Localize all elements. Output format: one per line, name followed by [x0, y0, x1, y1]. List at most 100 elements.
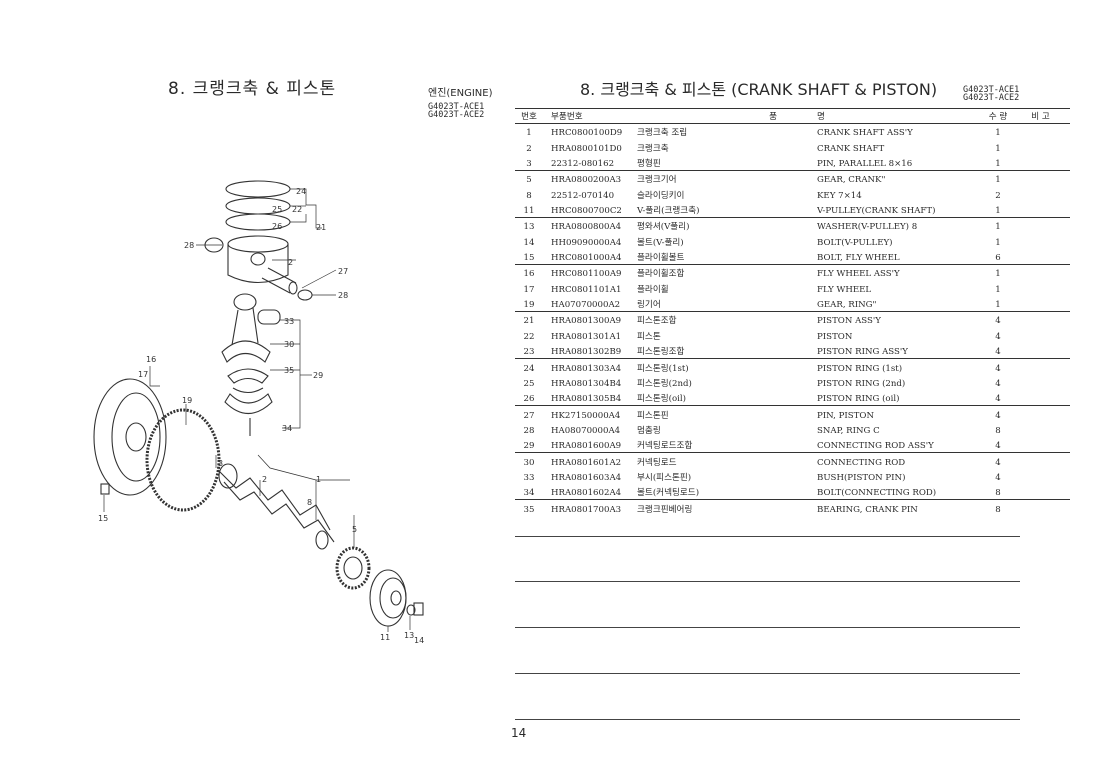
row-qty: 4 [995, 410, 1001, 421]
row-part-no: HRA0801601A2 [551, 457, 622, 468]
row-remarks [1011, 139, 1070, 154]
row-name-english: PISTON RING (1st) [817, 363, 903, 374]
row-name-english: BOLT, FLY WHEEL [817, 248, 985, 266]
washer [406, 604, 416, 616]
row-remarks [1011, 389, 1070, 407]
table-header-row: 번호 부품번호 품 명 수 량 비 고 [515, 108, 1070, 124]
row-qty: 1 [985, 201, 1011, 219]
row-no: 2 [526, 143, 532, 154]
row-name-english: V-PULLEY(CRANK SHAFT) [817, 201, 985, 219]
row-part-no: HRA0801700A3 [551, 504, 622, 515]
flywheel-hub [125, 422, 147, 452]
row-no: 3 [515, 154, 543, 172]
model-code: G4023T-ACE2 [963, 93, 1020, 103]
row-no: 26 [515, 389, 543, 407]
header-remarks: 비 고 [1011, 108, 1070, 124]
model-code: G4023T-ACE1 [963, 85, 1020, 95]
connecting-rod [231, 307, 259, 346]
snap-ring [297, 289, 313, 301]
row-remarks [1011, 375, 1070, 390]
row-qty: 8 [995, 425, 1001, 436]
row-part-no: HA08070000A4 [551, 425, 621, 436]
row-remarks [1011, 483, 1070, 501]
header-part-no: 부품번호 [543, 108, 635, 124]
row-name-english: CONNECTING ROD [817, 457, 906, 468]
crankshaft [217, 469, 331, 531]
callout-label: 29 [313, 371, 323, 380]
callout-label: 17 [138, 370, 148, 379]
row-remarks [1011, 312, 1070, 328]
row-qty: 4 [995, 363, 1001, 374]
row-no: 33 [523, 472, 535, 483]
row-no: 11 [515, 201, 543, 219]
model-codes-left: G4023T-ACE1 G4023T-ACE2 [428, 103, 485, 120]
row-part-no: HRA0801603A4 [551, 472, 622, 483]
row-qty: 4 [995, 472, 1001, 483]
engine-label: 엔진(ENGINE) [428, 88, 493, 99]
header-qty: 수 량 [985, 108, 1011, 124]
row-name-english: CRANK SHAFT [817, 143, 885, 154]
row-name-english: BOLT(V-PULLEY) [817, 237, 893, 248]
row-no: 14 [523, 237, 535, 248]
row-qty: 1 [985, 154, 1011, 172]
bush [257, 309, 281, 325]
row-qty: 1 [995, 237, 1001, 248]
row-qty: 4 [995, 331, 1001, 342]
callout-label: 22 [292, 205, 302, 214]
row-name-korean: 피스톤링조합 [635, 342, 817, 360]
row-part-no: HRA0801302B9 [543, 342, 635, 360]
row-part-no: HRA0800200A3 [551, 175, 622, 186]
row-name-english: PISTON [817, 331, 853, 342]
row-name-korean: 플라이휠 [637, 284, 669, 295]
callout-label: 3 [218, 459, 223, 468]
row-no: 23 [515, 342, 543, 360]
callout-label: 28 [338, 291, 348, 300]
piston [227, 244, 289, 283]
row-name-english: GEAR, RING" [817, 295, 985, 313]
row-no: 24 [523, 363, 535, 374]
row-qty: 4 [985, 389, 1011, 407]
callout-label: 27 [338, 267, 348, 276]
row-name-korean: 플라이휠조합 [637, 269, 685, 280]
row-name-korean: 피스톤조합 [637, 316, 677, 327]
row-part-no: HK27150000A4 [551, 410, 621, 421]
row-no: 28 [523, 425, 535, 436]
row-qty: 8 [985, 483, 1011, 501]
page-number: 14 [511, 726, 527, 740]
row-name-english: CRANK SHAFT ASS'Y [817, 128, 913, 139]
callout-label: 34 [282, 424, 292, 433]
callout-label: 35 [284, 366, 294, 375]
row-name-english: GEAR, CRANK" [817, 175, 886, 186]
model-code: G4023T-ACE2 [428, 110, 485, 120]
row-no: 5 [526, 175, 532, 186]
row-qty: 1 [995, 269, 1001, 280]
row-name-korean: 피스톤링(oil) [635, 389, 817, 407]
page-title-korean: 8. 크랭크축 & 피스톤 [168, 79, 337, 99]
row-name-korean: V-풀리(크랭크축) [635, 201, 817, 219]
callout-label: 25 [272, 205, 282, 214]
row-qty: 1 [995, 175, 1001, 186]
row-qty: 6 [985, 248, 1011, 266]
callout-label: 14 [414, 636, 424, 645]
row-qty: 1 [985, 295, 1011, 313]
row-part-no: 22312-080162 [543, 154, 635, 172]
callout-label: 11 [380, 633, 390, 642]
exploded-parts-diagram: 24 25 22 26 21 28 2 27 28 33 30 35 29 16… [93, 180, 424, 645]
callout-label: 1 [316, 475, 321, 484]
row-no: 16 [523, 269, 535, 280]
row-part-no: HRC0800100D9 [551, 128, 623, 139]
bearing-shell [227, 368, 269, 384]
row-qty: 1 [995, 222, 1001, 233]
row-name-english: PIN, PISTON [817, 410, 874, 421]
header-no: 번호 [515, 108, 543, 124]
row-no: 13 [523, 222, 535, 233]
row-name-english: CONNECTING ROD ASS'Y [817, 436, 985, 454]
